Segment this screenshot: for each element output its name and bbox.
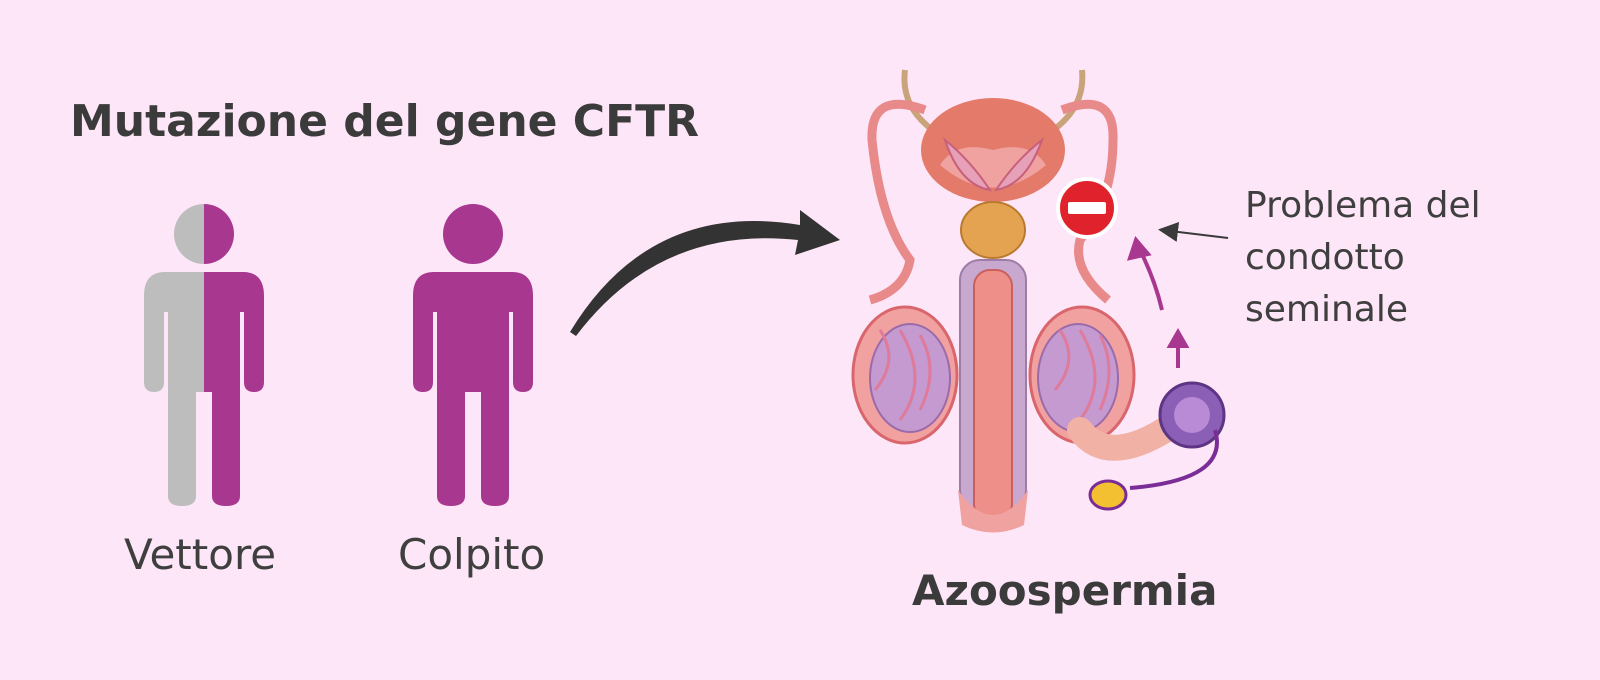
annotation-line: Problema del	[1245, 185, 1481, 226]
diagram-title: Mutazione del gene CFTR	[70, 96, 700, 147]
upward-arrows-icon	[1126, 236, 1190, 368]
annotation-line: condotto	[1245, 237, 1405, 278]
annotation-line: seminale	[1245, 289, 1409, 330]
carrier-label: Vettore	[124, 530, 277, 579]
annotation-text: Problema del condotto seminale	[1245, 180, 1481, 336]
curved-arrow-icon	[570, 210, 840, 336]
carrier-person-icon	[144, 204, 264, 506]
male-reproductive-system-illustration	[851, 69, 1226, 533]
affected-person-icon	[413, 204, 533, 506]
result-label: Azoospermia	[912, 566, 1218, 615]
no-entry-icon	[1056, 177, 1118, 239]
annotation-pointer	[1158, 221, 1229, 242]
affected-label: Colpito	[398, 530, 546, 579]
